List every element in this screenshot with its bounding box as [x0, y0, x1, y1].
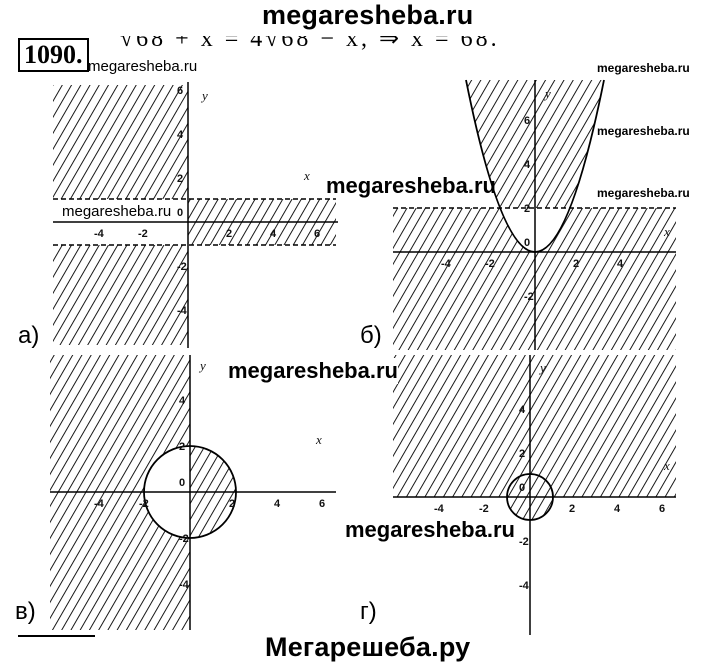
y-axis-label: y — [200, 88, 208, 103]
x-tick-label: -4 — [434, 503, 445, 515]
y-tick-label: -4 — [177, 305, 188, 317]
y-tick-label: -4 — [179, 579, 190, 591]
watermark: megaresheba.ru — [88, 58, 198, 75]
watermark: megaresheba.ru — [597, 61, 690, 75]
footer-watermark: Мегарешеба.ру — [265, 632, 471, 662]
part-label-a: а) — [18, 322, 40, 349]
watermark: megaresheba.ru — [228, 358, 398, 384]
y-tick-label: 2 — [519, 448, 525, 460]
x-tick-label: 4 — [274, 498, 281, 510]
y-tick-label: 4 — [519, 404, 526, 416]
graph-a: -4 -2 2 4 6 6 4 2 -2 -4 0 x y — [53, 82, 338, 348]
part-label-g: г) — [360, 598, 377, 625]
x-tick-label: -4 — [441, 258, 452, 270]
y-tick-label: 2 — [524, 203, 530, 215]
x-tick-label: 2 — [569, 503, 575, 515]
part-label-v: в) — [15, 598, 36, 625]
hatched-region-left-upper — [53, 85, 188, 199]
x-tick-label: 4 — [270, 228, 277, 240]
y-tick-label: -4 — [519, 580, 530, 592]
x-tick-label: -2 — [485, 258, 495, 270]
y-tick-label: 2 — [177, 173, 183, 185]
y-tick-label: 4 — [524, 159, 531, 171]
graph-v: -4 -2 2 4 6 4 2 -2 -4 0 x y — [50, 355, 336, 630]
x-tick-label: -4 — [94, 498, 105, 510]
hatched-upper-half-plane — [393, 355, 676, 497]
x-axis-label: x — [663, 458, 670, 473]
y-tick-label: 4 — [179, 395, 186, 407]
x-tick-label: 6 — [314, 228, 320, 240]
x-tick-label: -2 — [138, 228, 148, 240]
x-tick-label: -2 — [479, 503, 489, 515]
y-tick-label: -2 — [179, 533, 189, 545]
watermark: megaresheba.ru — [62, 203, 172, 220]
x-tick-label: -4 — [94, 228, 105, 240]
hatched-region-left-lower — [53, 245, 188, 345]
x-tick-label: 6 — [319, 498, 325, 510]
origin-label: 0 — [179, 477, 185, 489]
watermark: megaresheba.ru — [326, 173, 496, 198]
x-tick-label: 2 — [573, 258, 579, 270]
x-axis-label: x — [663, 224, 670, 239]
graph-b: -4 -2 2 4 6 4 2 -2 0 x y — [393, 79, 676, 350]
x-tick-label: 2 — [229, 498, 235, 510]
graph-g: -4 -2 2 4 6 4 2 -2 -4 0 x y — [393, 355, 676, 635]
watermark-top: megaresheba.ru — [262, 0, 474, 30]
y-axis-label: y — [198, 358, 206, 373]
y-tick-label: -2 — [524, 291, 534, 303]
y-tick-label: 2 — [179, 441, 185, 453]
x-tick-label: 2 — [226, 228, 232, 240]
partial-equation-line: √68 + x = 4√68 − x, ⇒ x = 68. — [120, 26, 500, 52]
y-axis-label: y — [543, 86, 551, 101]
watermark: megaresheba.ru — [345, 517, 515, 543]
x-axis-label: x — [315, 432, 322, 447]
y-tick-label: 6 — [524, 115, 530, 127]
watermark: megaresheba.ru — [597, 186, 690, 200]
origin-label: 0 — [519, 482, 525, 494]
y-tick-label: 4 — [177, 129, 184, 141]
origin-label: 0 — [177, 207, 183, 219]
watermark: megaresheba.ru — [597, 124, 690, 138]
part-label-b: б) — [360, 322, 382, 349]
x-tick-label: 4 — [614, 503, 621, 515]
y-tick-label: -2 — [519, 536, 529, 548]
problem-number: 1090. — [18, 38, 89, 72]
y-axis-label: y — [538, 360, 546, 375]
y-tick-label: 6 — [177, 85, 183, 97]
origin-label: 0 — [524, 237, 530, 249]
y-tick-label: -2 — [177, 261, 187, 273]
x-axis-label: x — [303, 168, 310, 183]
x-tick-label: 4 — [617, 258, 624, 270]
x-tick-label: -2 — [139, 498, 149, 510]
x-tick-label: 6 — [659, 503, 665, 515]
